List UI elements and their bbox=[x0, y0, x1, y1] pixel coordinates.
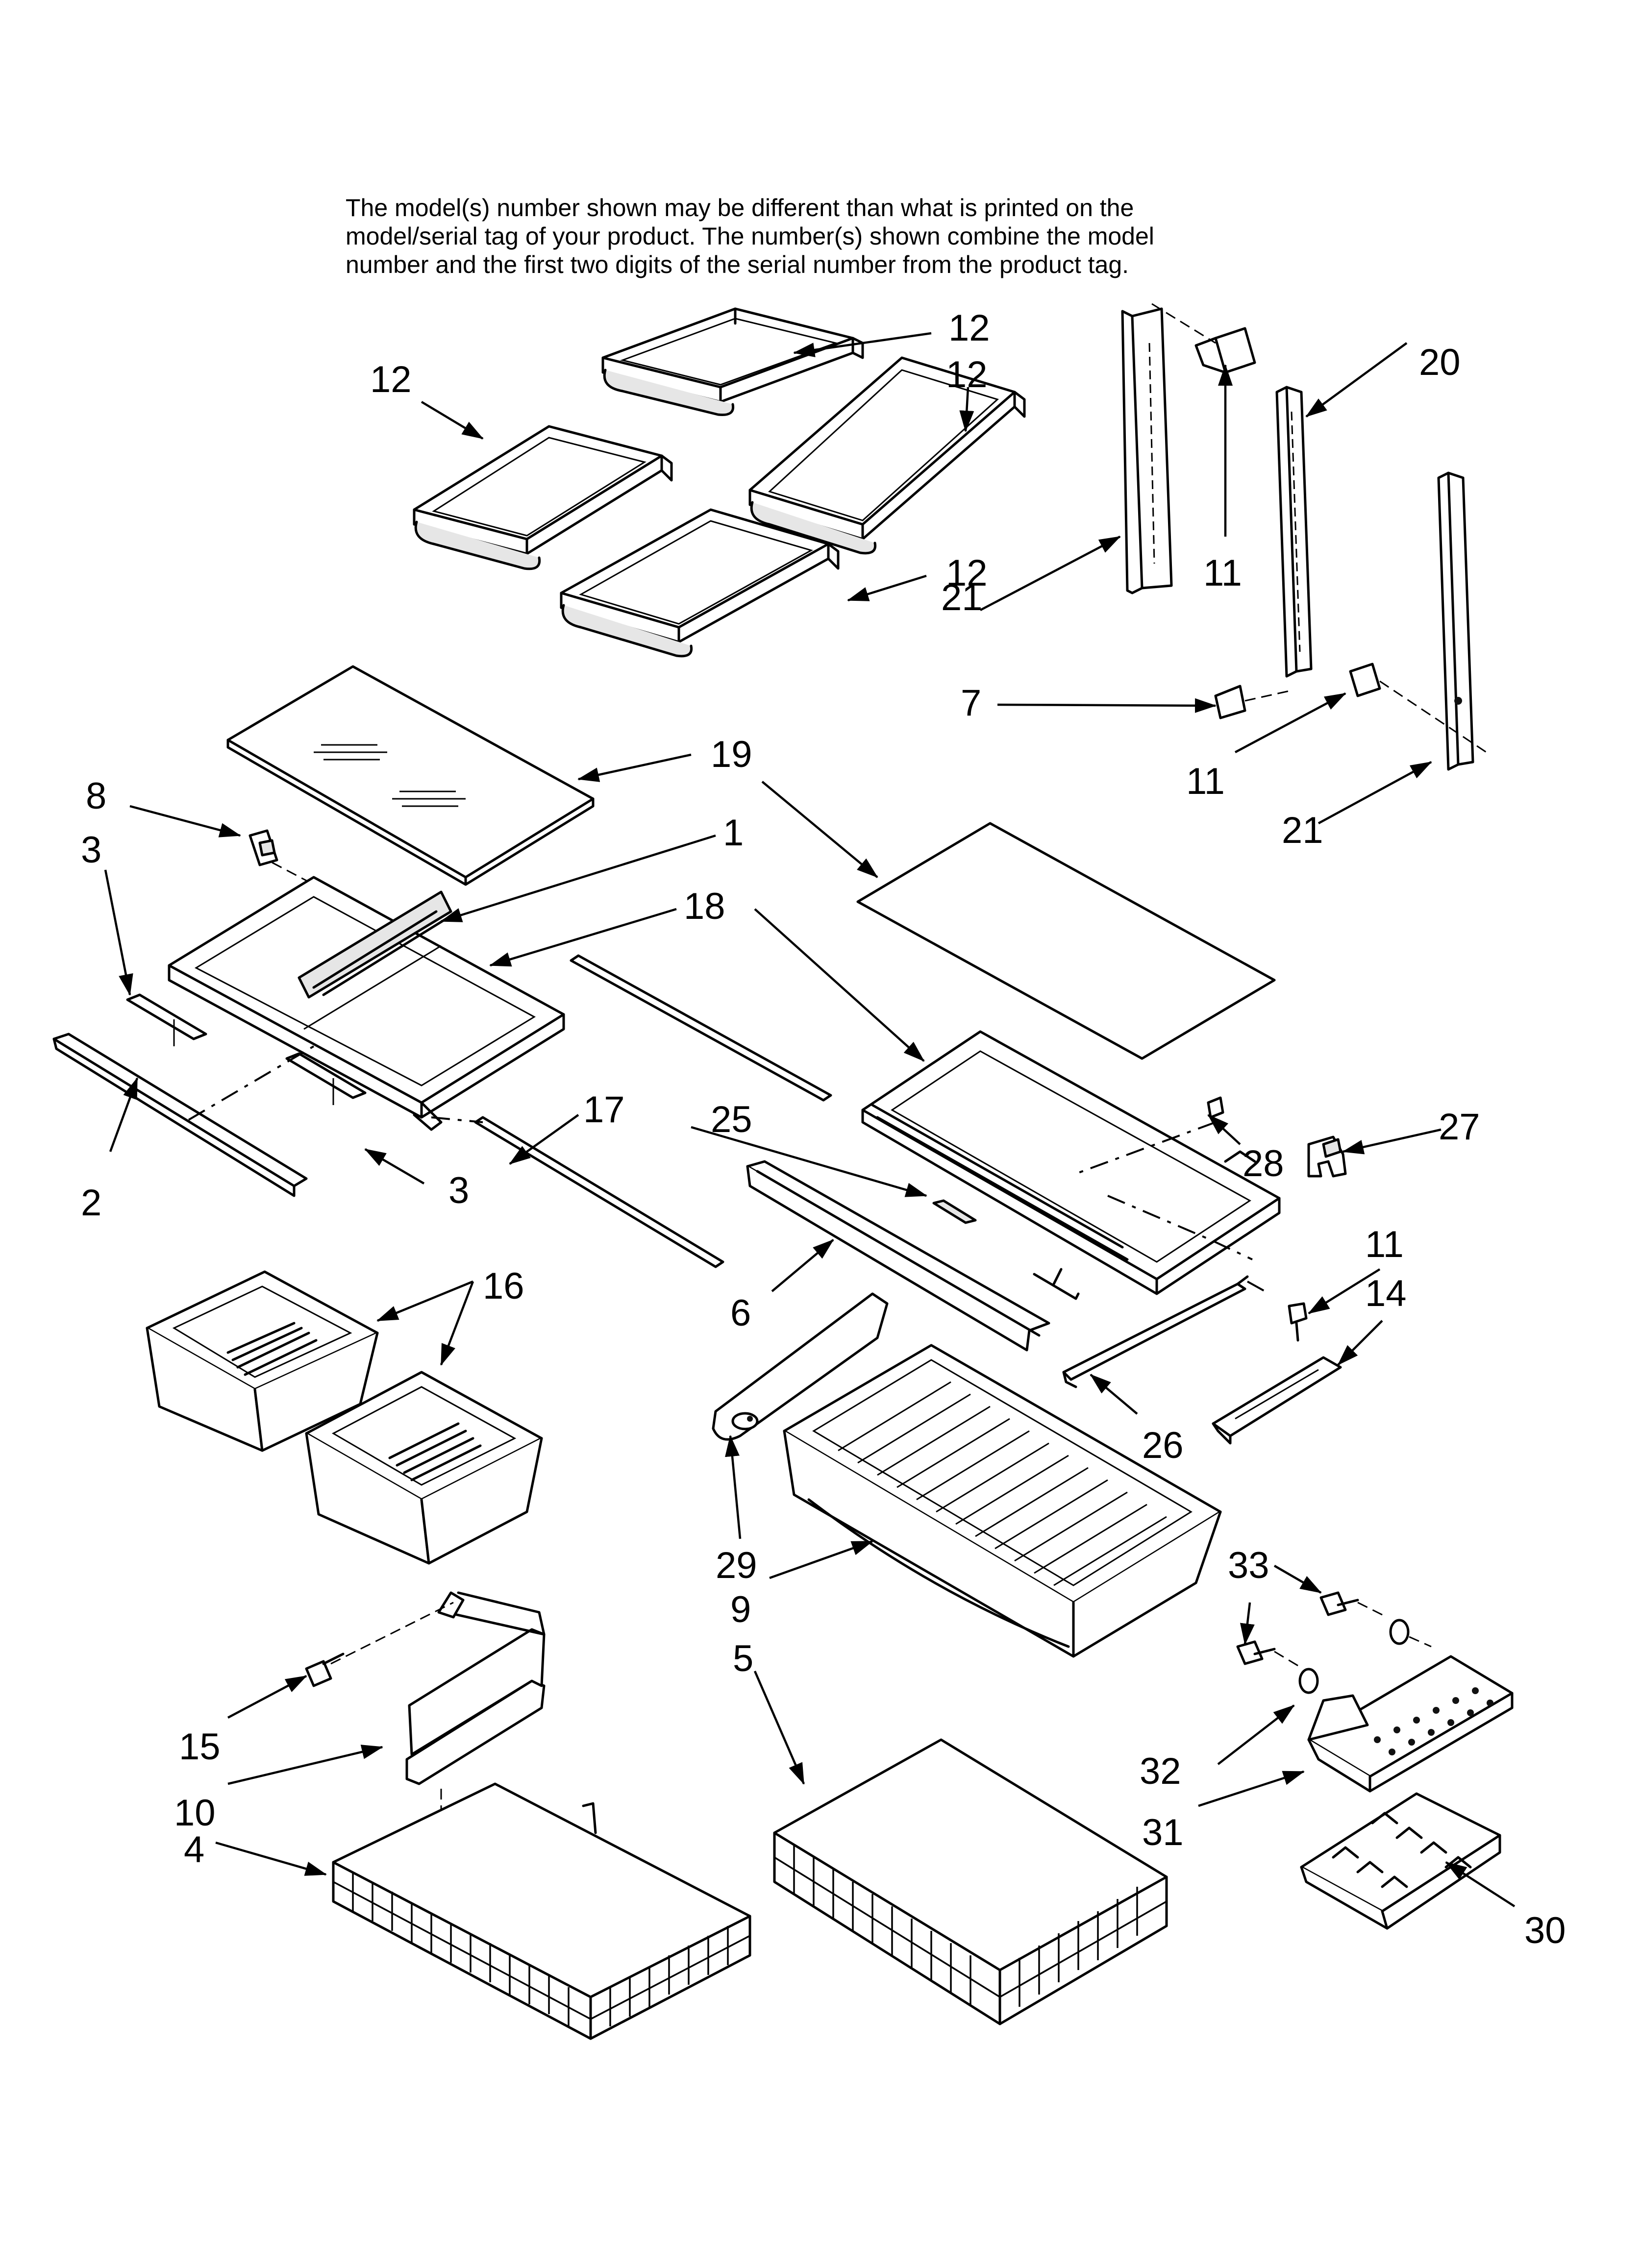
callout-c31: 31 bbox=[1142, 1812, 1184, 1853]
callout-c1: 1 bbox=[723, 812, 744, 854]
leader-lines bbox=[104, 332, 1516, 1907]
callout-c4: 4 bbox=[184, 1829, 204, 1871]
callout-c15: 15 bbox=[179, 1726, 221, 1768]
callout-c3a: 3 bbox=[81, 829, 101, 871]
callout-c30: 30 bbox=[1524, 1910, 1566, 1951]
note-line-1: The model(s) number shown may be differe… bbox=[346, 194, 1134, 222]
rail-part-21-bottom bbox=[1437, 471, 1474, 771]
wire-basket-part-5 bbox=[773, 1738, 1168, 2025]
light-part-25 bbox=[932, 1199, 1080, 1300]
callout-c11c: 11 bbox=[1365, 1224, 1404, 1265]
callout-c25: 25 bbox=[711, 1099, 752, 1140]
callout-c5: 5 bbox=[733, 1638, 753, 1679]
rail-part-21-top bbox=[1121, 307, 1173, 594]
callout-c33: 33 bbox=[1228, 1545, 1269, 1586]
callout-c27: 27 bbox=[1439, 1106, 1480, 1148]
bracket-part-8 bbox=[249, 829, 319, 888]
rod-part-17-upper bbox=[570, 954, 832, 1102]
screw-part-11-rail bbox=[1151, 303, 1256, 374]
shelf-part-12-c bbox=[748, 356, 1026, 555]
hinge-part-14 bbox=[1212, 1356, 1342, 1445]
washer-part-32-a bbox=[1389, 1619, 1432, 1648]
washer-part-32-b bbox=[1298, 1668, 1319, 1694]
callout-c11b: 11 bbox=[1186, 761, 1225, 802]
glass-shelf-part-19 bbox=[856, 822, 1276, 1060]
crisper-drawer-part-16-a bbox=[146, 1270, 379, 1452]
callout-c3b: 3 bbox=[448, 1170, 469, 1211]
callout-c12a: 12 bbox=[948, 307, 990, 349]
callout-c18: 18 bbox=[684, 886, 725, 927]
crisper-cover-part-18-right bbox=[861, 1030, 1281, 1295]
callout-c12b: 12 bbox=[370, 359, 412, 400]
screw-part-33-a bbox=[1319, 1591, 1388, 1618]
screw-part-11-crisper bbox=[1288, 1302, 1308, 1342]
callout-c16: 16 bbox=[483, 1265, 524, 1307]
callout-c9: 9 bbox=[730, 1589, 751, 1630]
assembly-line-bin bbox=[330, 1602, 454, 1665]
model-number-note: The model(s) number shown may be differe… bbox=[346, 194, 1448, 279]
crisper-cover-part-18 bbox=[168, 876, 565, 1131]
screw-part-7 bbox=[1214, 685, 1290, 719]
callout-c19: 19 bbox=[711, 734, 752, 775]
trim-part-2 bbox=[52, 1033, 308, 1197]
assembly-line-rail bbox=[1247, 1281, 1270, 1295]
callout-c28: 28 bbox=[1243, 1143, 1284, 1184]
trim-part-6 bbox=[746, 1160, 1050, 1352]
callout-c10: 10 bbox=[174, 1792, 216, 1834]
assembly-line-rod bbox=[431, 1116, 483, 1123]
callout-c29: 29 bbox=[716, 1545, 757, 1586]
callout-c11a: 11 bbox=[1203, 552, 1242, 594]
callout-c14: 14 bbox=[1365, 1273, 1407, 1314]
callout-c20: 20 bbox=[1419, 342, 1461, 383]
crisper-drawer-part-16-b bbox=[305, 1371, 543, 1565]
shelf-part-12-d bbox=[560, 508, 840, 658]
shelf-part-12-a bbox=[601, 307, 864, 417]
callout-c21b: 21 bbox=[1282, 810, 1323, 851]
callout-c32: 32 bbox=[1140, 1750, 1181, 1792]
clip-part-27 bbox=[1307, 1135, 1347, 1178]
bin-part-10 bbox=[405, 1591, 546, 1785]
callout-c7: 7 bbox=[961, 682, 981, 724]
ice-tray-part-30 bbox=[1300, 1792, 1501, 1930]
callout-c12c: 12 bbox=[946, 354, 988, 395]
callout-c8: 8 bbox=[86, 775, 106, 817]
slide-part-3-a bbox=[126, 993, 207, 1046]
assembly-line-right bbox=[1075, 1121, 1253, 1260]
screw-part-33-b bbox=[1236, 1640, 1299, 1667]
callout-c21a: 21 bbox=[941, 577, 983, 618]
note-line-2: model/serial tag of your product. The nu… bbox=[346, 222, 1154, 250]
note-line-3: number and the first two digits of the s… bbox=[346, 251, 1129, 278]
rail-part-20 bbox=[1275, 386, 1313, 678]
assembly-line-left bbox=[188, 1045, 315, 1121]
callout-c17: 17 bbox=[583, 1089, 625, 1131]
callout-c6: 6 bbox=[730, 1292, 751, 1334]
glass-shelf-upper bbox=[226, 665, 595, 886]
screw-part-11-lower bbox=[1349, 663, 1491, 756]
shelf-part-12-b bbox=[413, 425, 673, 570]
deli-drawer-part-9 bbox=[783, 1344, 1222, 1658]
bracket-part-28 bbox=[1207, 1096, 1224, 1119]
wire-basket-part-4 bbox=[332, 1782, 751, 2040]
screw-part-15 bbox=[305, 1652, 345, 1687]
rail-part-26 bbox=[1062, 1275, 1249, 1388]
ice-bin-part-31 bbox=[1307, 1655, 1514, 1793]
callout-c26: 26 bbox=[1142, 1425, 1184, 1466]
rod-part-17-lower bbox=[474, 1116, 724, 1268]
callout-c12d: 12 bbox=[946, 552, 988, 594]
callout-c2: 2 bbox=[81, 1182, 101, 1224]
slide-part-3-b bbox=[285, 1052, 367, 1105]
